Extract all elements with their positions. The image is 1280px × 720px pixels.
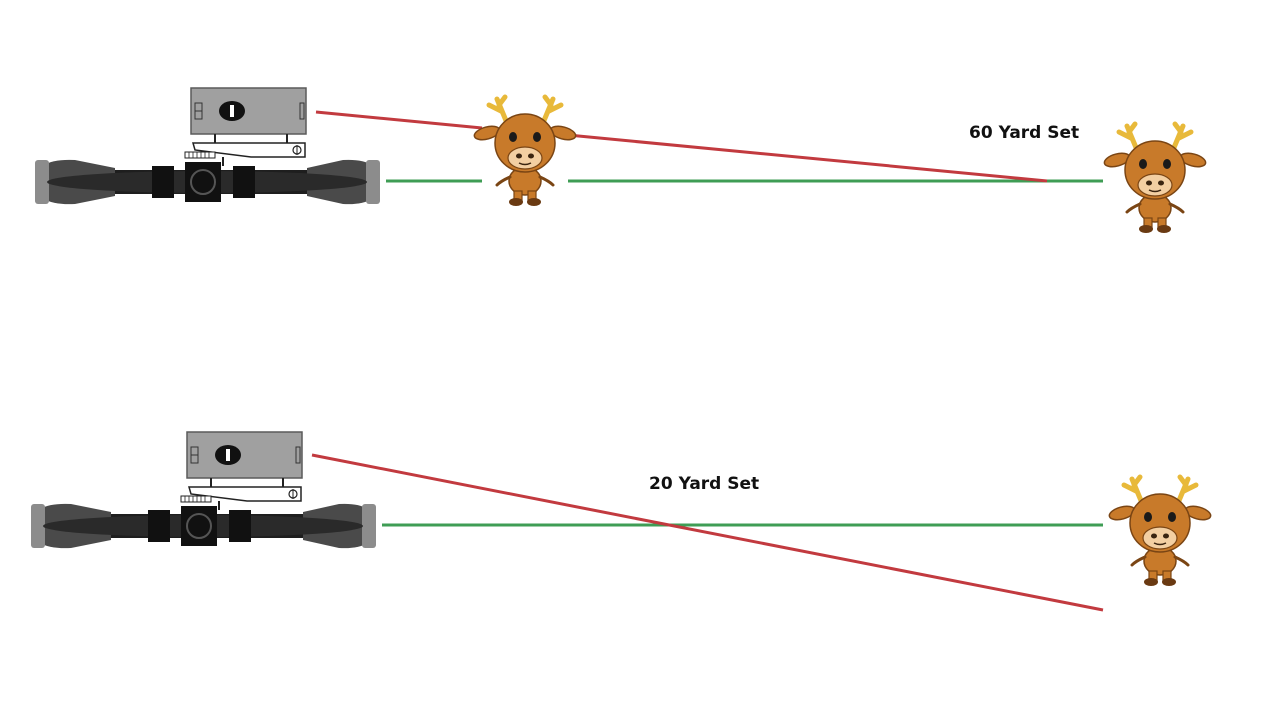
scenario-20-yard: 20 Yard Set [30,431,1212,612]
scope-icon [34,87,381,206]
deer-icon [1103,124,1207,233]
sight-line [311,453,1104,612]
caption-60-yard: 60 Yard Set [969,123,1079,143]
caption-20-yard: 20 Yard Set [649,474,759,494]
deer-icon [473,97,577,206]
sight-line [315,110,483,130]
scenario-60-yard: 60 Yard Set [34,87,1207,233]
scope-icon [30,431,377,550]
deer-icon [1108,477,1212,586]
sight-line [567,133,1048,183]
